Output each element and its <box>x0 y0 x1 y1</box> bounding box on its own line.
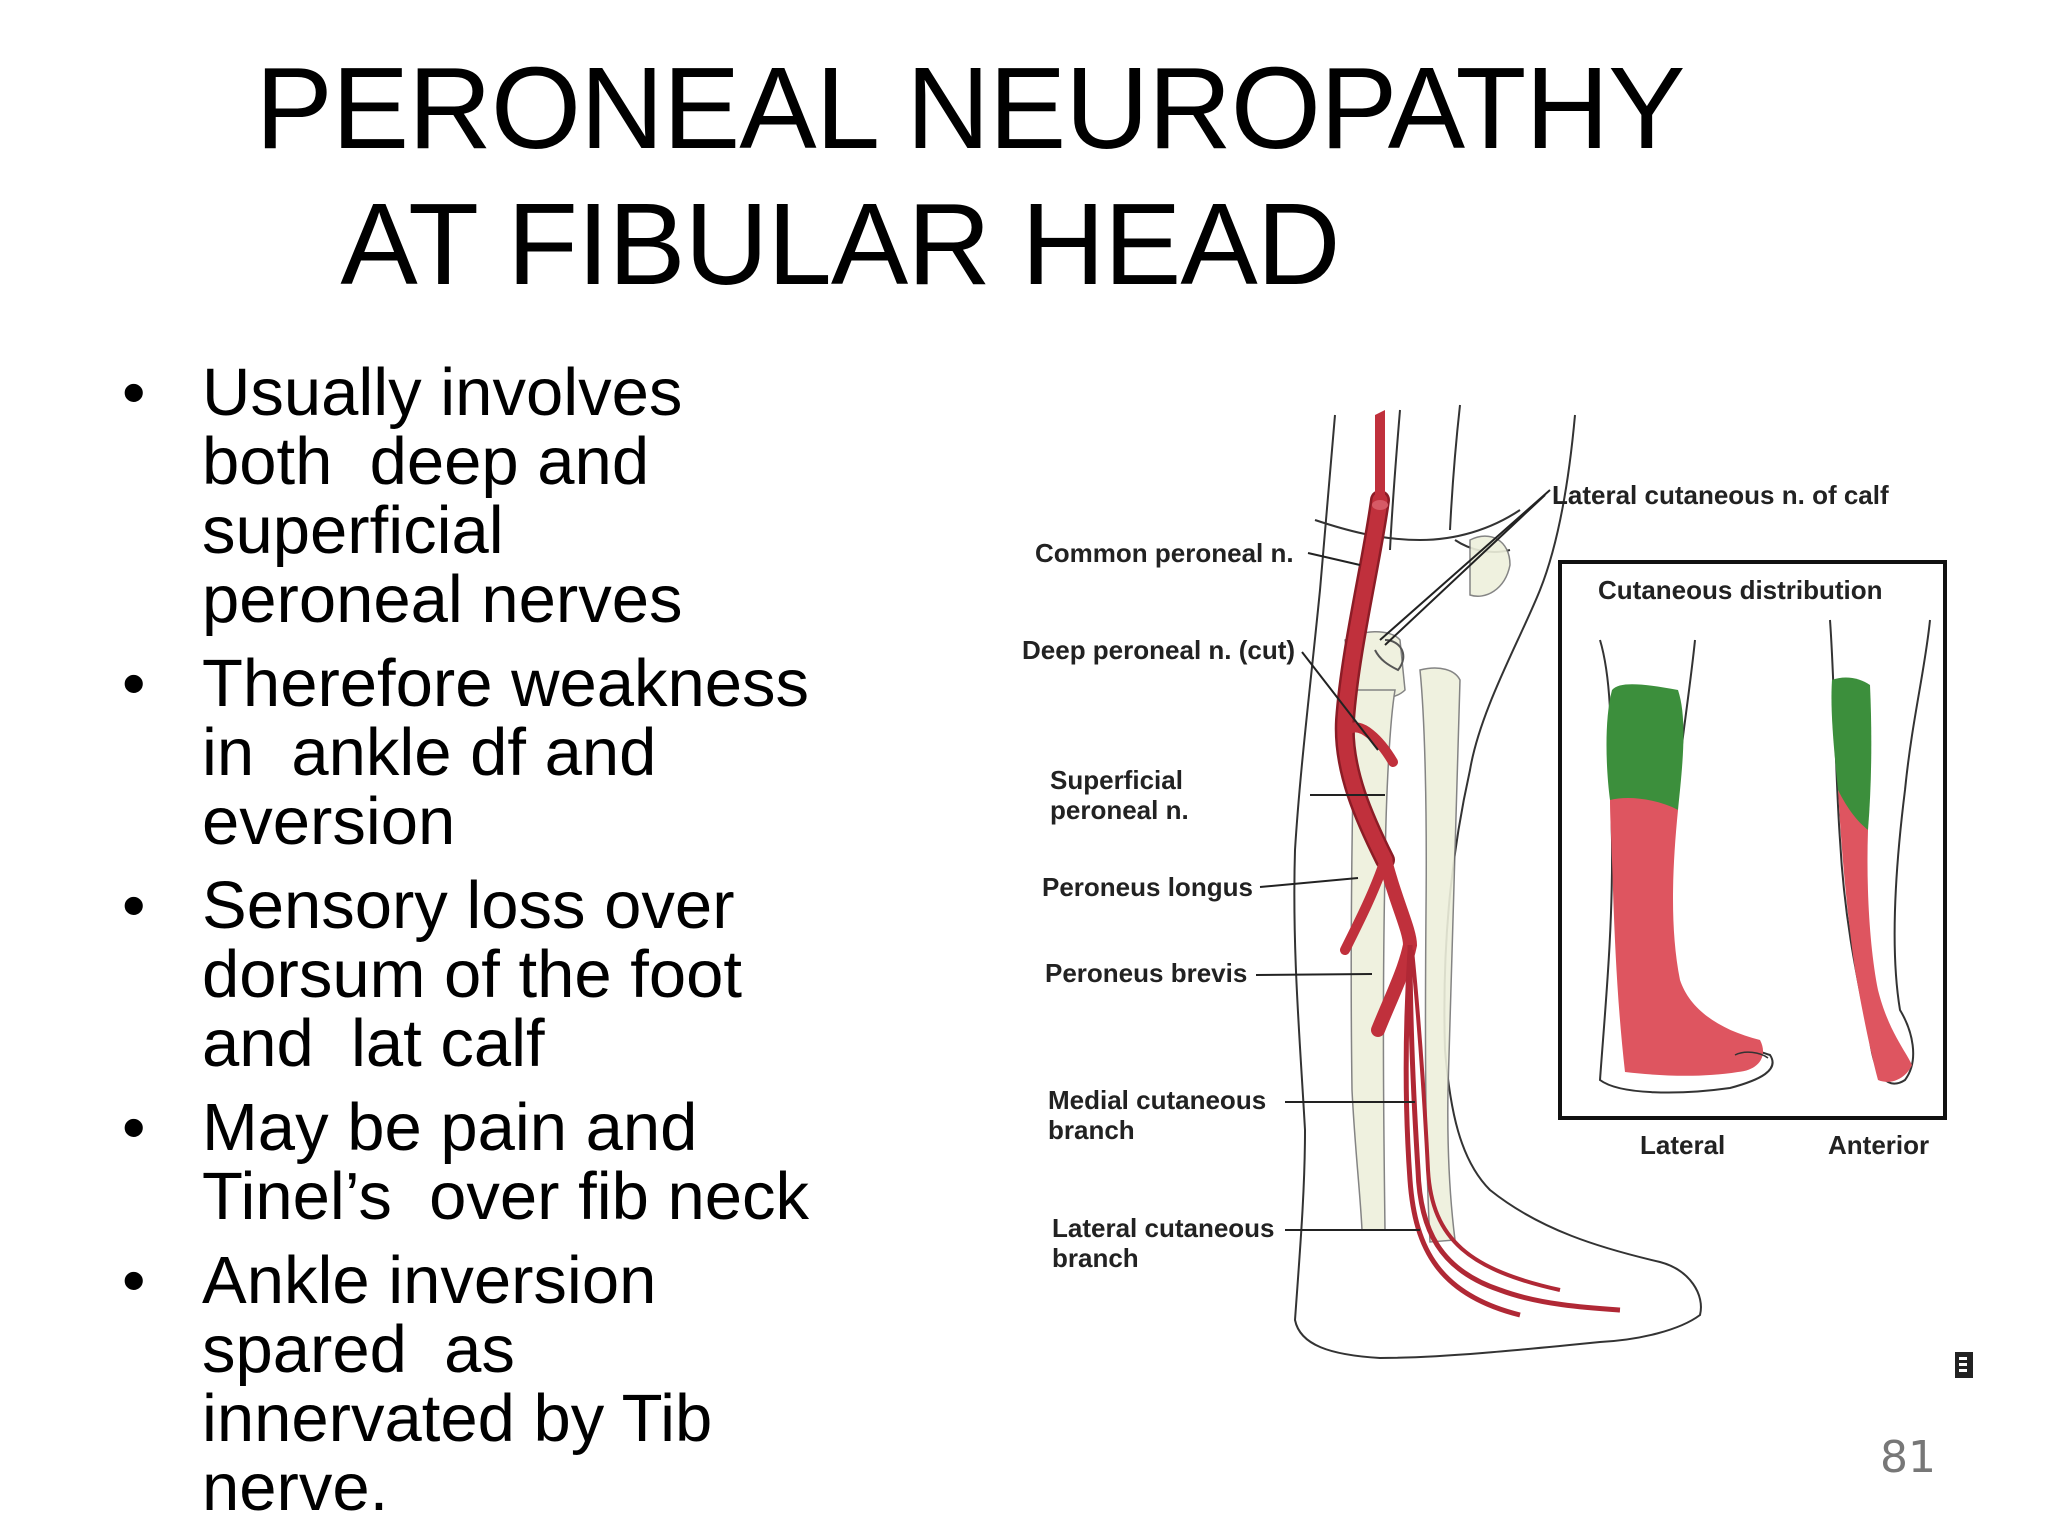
bullet-line: nerve. <box>202 1450 389 1525</box>
bullet-dot: • <box>122 646 146 721</box>
label-deep-peroneal: Deep peroneal n. (cut) <box>1022 635 1296 665</box>
bullet-line: dorsum of the foot <box>202 937 743 1012</box>
anterior-view-figure <box>1829 619 1931 1085</box>
bullet-line: superficial <box>202 493 504 568</box>
bullet-line: eversion <box>202 784 456 859</box>
bullet-line: and lat calf <box>202 1006 545 1081</box>
peroneal-nerves <box>1334 410 1621 1318</box>
bullet-line: Therefore weakness <box>202 646 810 721</box>
label-superficial-peroneal: Superficial peroneal n. <box>1050 765 1189 825</box>
bullet-dot: • <box>122 1090 146 1165</box>
bullet-line: May be pain and <box>202 1090 698 1165</box>
title-line-1: PERONEAL NEUROPATHY <box>255 43 1685 173</box>
bullet-line: spared as <box>202 1312 515 1387</box>
label-peroneus-longus: Peroneus longus <box>1042 872 1253 902</box>
label-common-peroneal: Common peroneal n. <box>1035 538 1294 568</box>
label-lateral-cutaneous-calf: Lateral cutaneous n. of calf <box>1552 480 1889 510</box>
bullet-dot: • <box>122 868 146 943</box>
bullet-line: peroneal nerves <box>202 562 683 637</box>
bullet-line: in ankle df and <box>202 715 657 790</box>
bullet-dot: • <box>122 355 146 430</box>
bullet-line: Ankle inversion <box>202 1243 657 1318</box>
label-medial-cutaneous-branch: Medial cutaneous branch <box>1048 1085 1267 1145</box>
bullet-line: Tinel’s over fib neck <box>202 1159 809 1234</box>
label-view-lateral: Lateral <box>1640 1130 1726 1160</box>
corner-mark-icon <box>1955 1352 1973 1378</box>
leader-lines <box>1255 489 1551 1231</box>
bullet-line: innervated by Tib <box>202 1381 713 1456</box>
slide-title: PERONEAL NEUROPATHY AT FIBULAR HEAD <box>0 40 1940 312</box>
bullet-line: Usually involves <box>202 355 683 430</box>
label-lateral-cutaneous-branch: Lateral cutaneous branch <box>1052 1213 1275 1273</box>
bullet-line: Sensory loss over <box>202 868 735 943</box>
label-peroneus-brevis: Peroneus brevis <box>1045 958 1248 988</box>
page-number: 81 <box>1880 1432 1936 1483</box>
label-view-anterior: Anterior <box>1828 1130 1930 1160</box>
leg-nerve-diagram: Lateral cutaneous n. of calf Common pero… <box>1000 390 2020 1390</box>
leg-illustration <box>1255 404 1947 1360</box>
bullet-dot: • <box>122 1243 146 1318</box>
box-title: Cutaneous distribution <box>1598 575 1883 605</box>
bullet-line: both deep and <box>202 424 650 499</box>
title-line-2: AT FIBULAR HEAD <box>340 179 1340 309</box>
lateral-view-figure <box>1598 639 1774 1094</box>
